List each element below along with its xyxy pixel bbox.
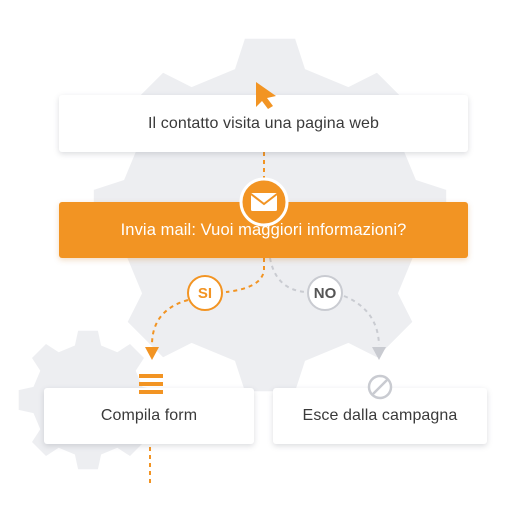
node-send-mail: Invia mail: Vuoi maggiori informazioni? [59,202,468,258]
node-visit-page: Il contatto visita una pagina web [59,95,468,152]
node-fill-form: Compila form [44,388,254,444]
node-mail-label: Invia mail: Vuoi maggiori informazioni? [120,220,407,239]
connector-no-to-exit [343,295,380,346]
node-exit-campaign: Esce dalla campagna [273,388,487,444]
branch-no-badge: NO [307,275,343,311]
arrowhead-exit [372,347,386,360]
branch-yes-label: SI [197,284,213,302]
arrowhead-form [145,347,159,360]
node-form-label: Compila form [100,407,198,424]
connector-si-to-form [151,299,189,346]
connector-mail-to-si [225,258,265,293]
branch-yes-badge: SI [187,275,223,311]
branch-no-label: NO [313,284,337,302]
connector-mail-to-no [269,257,307,293]
node-visit-label: Il contatto visita una pagina web [147,114,379,132]
node-exit-label: Esce dalla campagna [302,407,458,424]
